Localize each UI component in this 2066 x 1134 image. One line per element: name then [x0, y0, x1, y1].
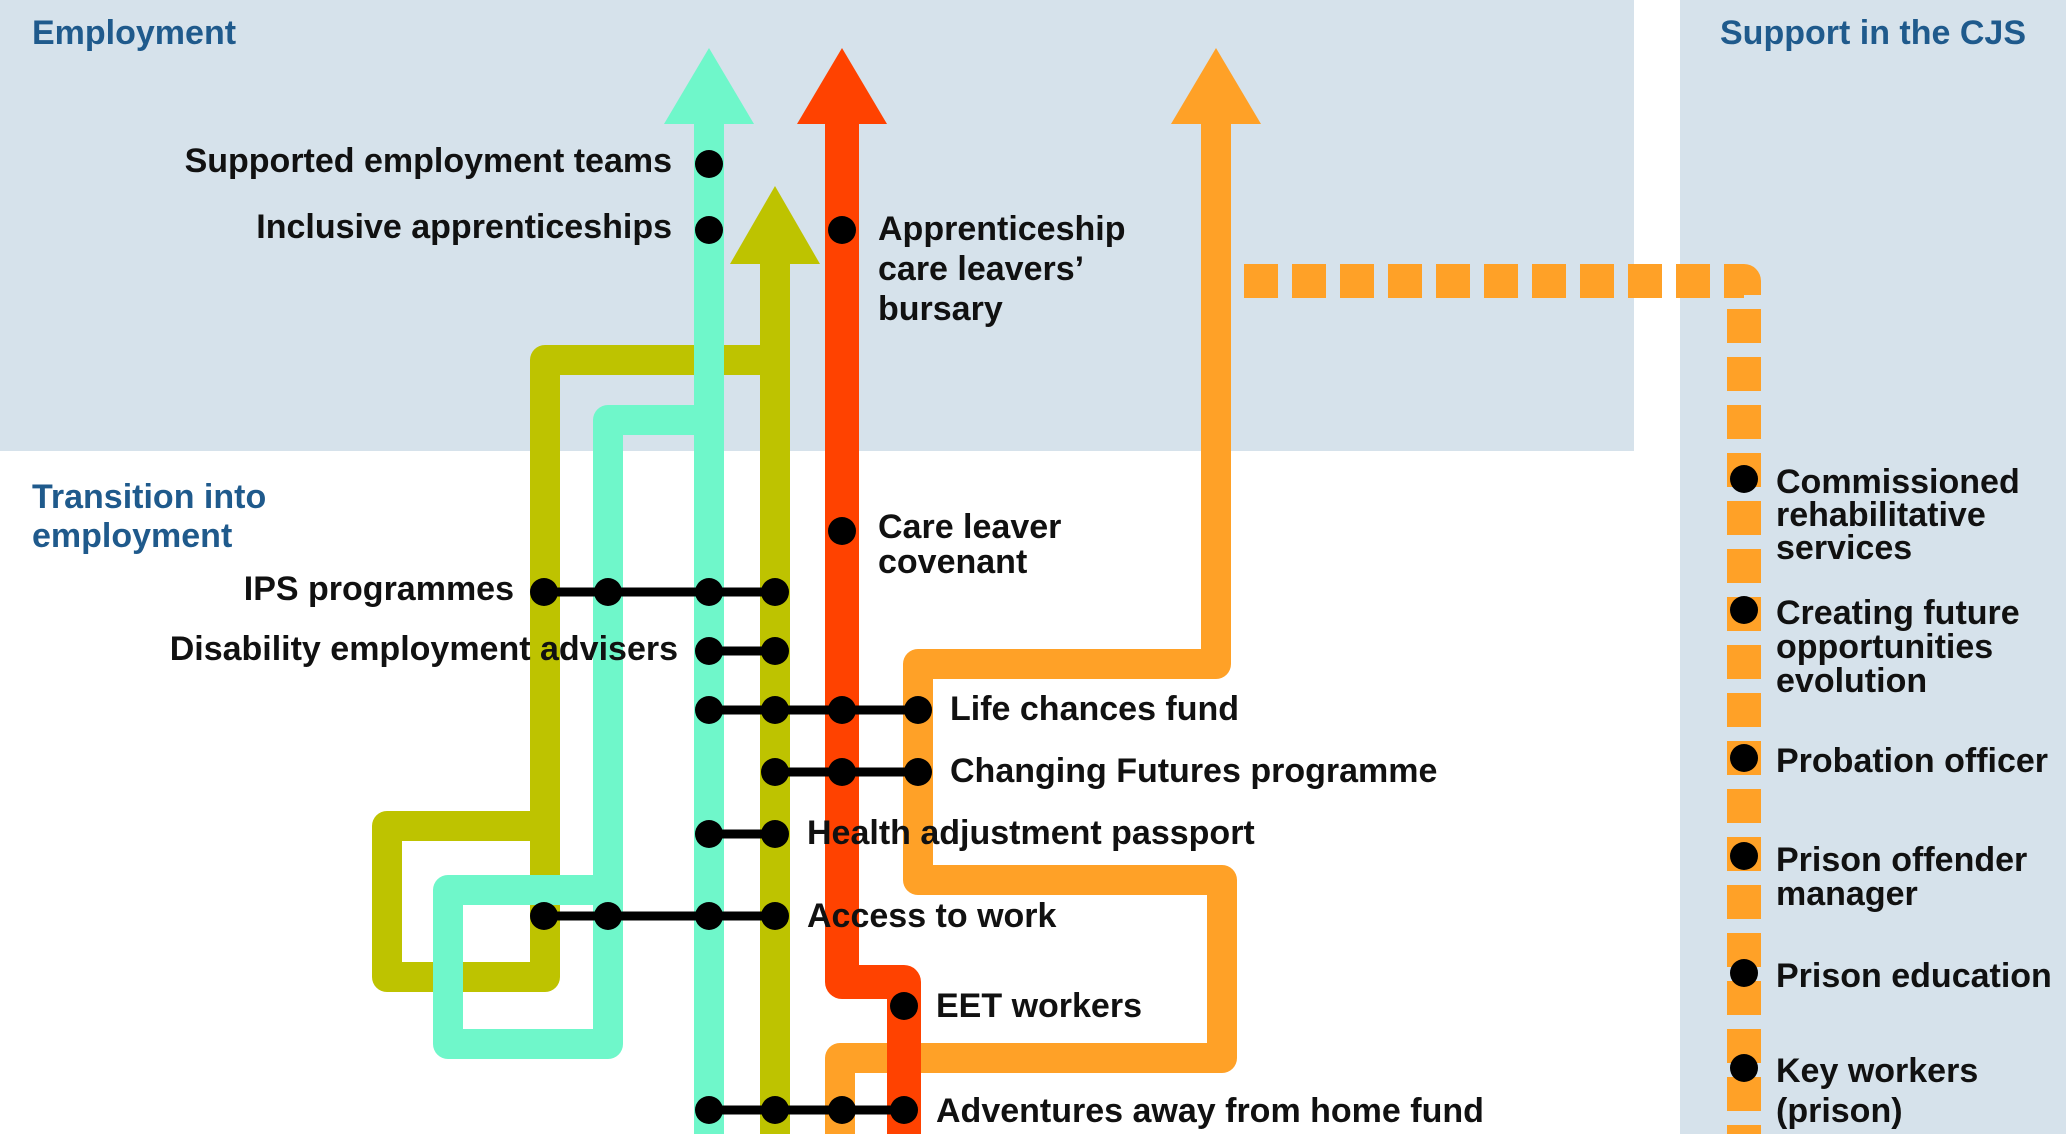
stop-dot	[695, 1096, 723, 1124]
label-disability-employment-advisers: Disability employment advisers	[170, 630, 678, 668]
label-health-adjustment-passport: Health adjustment passport	[807, 814, 1255, 852]
stop-dot	[761, 758, 789, 786]
label-line: Creating future	[1776, 594, 2020, 632]
stop-dot	[594, 578, 622, 606]
stop-dots	[530, 150, 1758, 1124]
stop-dot	[695, 696, 723, 724]
teal-route-arrowhead	[664, 48, 754, 124]
label-inclusive-apprenticeships: Inclusive apprenticeships	[256, 208, 672, 246]
label-eet-workers: EET workers	[936, 987, 1142, 1025]
stop-dot	[761, 578, 789, 606]
employment-title: Employment	[32, 14, 236, 52]
red-route-arrowhead	[797, 48, 887, 124]
stop-dot	[761, 1096, 789, 1124]
label-prison-offender-manager: Prison offender manager	[1776, 841, 2037, 913]
stop-dot	[890, 992, 918, 1020]
cjs-stop-dot	[1730, 744, 1758, 772]
label-prison-education: Prison education	[1776, 957, 2052, 995]
orange-route-arrowhead	[1171, 48, 1261, 124]
cjs-title: Support in the CJS	[1720, 14, 2026, 52]
cjs-stop-dot	[1730, 1054, 1758, 1082]
label-access-to-work: Access to work	[807, 897, 1057, 935]
label-line: services	[1776, 529, 1912, 567]
transition-title-line: employment	[32, 517, 232, 555]
stop-dot	[761, 902, 789, 930]
stop-dot	[828, 1096, 856, 1124]
stop-dot	[695, 150, 723, 178]
stop-dot	[828, 696, 856, 724]
label-probation-officer: Probation officer	[1776, 742, 2048, 780]
label-line: manager	[1776, 875, 1918, 913]
label-line: evolution	[1776, 662, 1927, 700]
label-line: covenant	[878, 543, 1027, 581]
label-changing-futures: Changing Futures programme	[950, 752, 1437, 790]
stop-dot	[904, 696, 932, 724]
stop-dot	[530, 578, 558, 606]
stop-dot	[828, 517, 856, 545]
label-creating-future: Creating future opportunities evolution	[1776, 594, 2029, 700]
label-apprenticeship-bursary: Apprenticeship care leavers’ bursary	[878, 210, 1135, 328]
label-line: rehabilitative	[1776, 496, 1986, 534]
label-line: care leavers’	[878, 250, 1083, 288]
transition-title-line: Transition into	[32, 478, 266, 516]
label-adventures-away: Adventures away from home fund	[936, 1092, 1484, 1130]
label-line: Apprenticeship	[878, 210, 1125, 248]
label-line: bursary	[878, 290, 1003, 328]
label-line: Prison offender	[1776, 841, 2027, 879]
stop-dot	[890, 1096, 918, 1124]
label-supported-employment-teams: Supported employment teams	[185, 142, 672, 180]
cjs-stop-dot	[1730, 465, 1758, 493]
cjs-stop-dot	[1730, 959, 1758, 987]
label-care-leaver-covenant: Care leaver covenant	[878, 508, 1071, 581]
stop-dot	[828, 758, 856, 786]
label-key-workers: Key workers (prison)	[1776, 1052, 1988, 1130]
cjs-stop-dot	[1730, 842, 1758, 870]
label-line: (prison)	[1776, 1092, 1903, 1130]
employment-zone	[0, 0, 1634, 451]
label-ips-programmes: IPS programmes	[244, 570, 514, 608]
stop-dot	[695, 820, 723, 848]
cjs-stop-dot	[1730, 596, 1758, 624]
transition-title: Transition into employment	[32, 478, 276, 555]
stop-dot	[761, 820, 789, 848]
label-line: Key workers	[1776, 1052, 1978, 1090]
stop-dot	[594, 902, 622, 930]
red-route	[825, 122, 921, 1134]
olive-route-arrowhead	[730, 186, 820, 264]
stop-dot	[828, 216, 856, 244]
stop-dot	[695, 216, 723, 244]
stop-dot	[530, 902, 558, 930]
stop-dot	[695, 637, 723, 665]
stop-dot	[695, 902, 723, 930]
label-line: opportunities	[1776, 628, 1993, 666]
teal-route	[433, 122, 724, 1134]
stop-dot	[761, 637, 789, 665]
label-line: Care leaver	[878, 508, 1061, 546]
stop-dot	[695, 578, 723, 606]
stop-dot	[904, 758, 932, 786]
label-line: Commissioned	[1776, 463, 2020, 501]
label-life-chances-fund: Life chances fund	[950, 690, 1239, 728]
stop-dot	[761, 696, 789, 724]
label-commissioned-services: Commissioned rehabilitative services	[1776, 463, 2029, 567]
